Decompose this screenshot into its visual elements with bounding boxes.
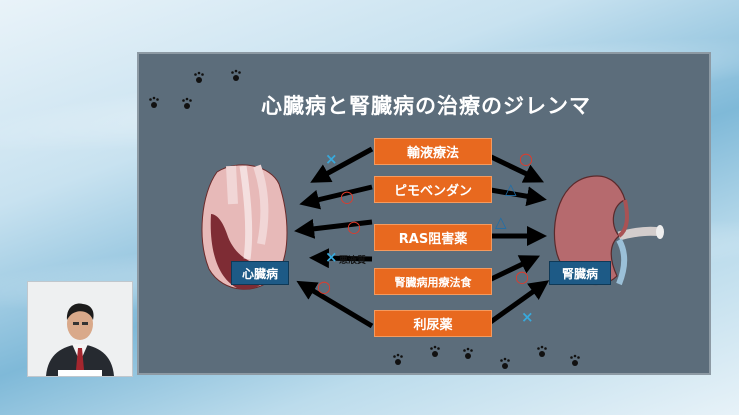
circle-mark: ○ — [519, 149, 533, 168]
heart-disease-label: 心臓病 — [231, 261, 289, 285]
triangle-mark: △ — [495, 213, 507, 231]
cross-mark: × — [325, 248, 338, 266]
kidney-illustration — [553, 175, 664, 286]
arrow-to-kidney — [483, 280, 550, 329]
treatment-pimobendan: ピモベンダン — [374, 176, 492, 203]
cachexia-note: 悪液質 — [339, 256, 367, 266]
treatment-fluid-therapy: 輸液療法 — [374, 138, 492, 165]
slide-graphics: × ○ ○ × ○ ○ △ △ ○ × — [149, 69, 664, 369]
arrow-to-heart — [309, 248, 373, 269]
arrows — [294, 146, 550, 329]
arrow-to-kidney — [484, 186, 547, 207]
arrow-to-heart — [294, 218, 373, 239]
presentation-slide: × ○ ○ × ○ ○ △ △ ○ × 心臓病と腎臓病の治療のジレンマ 輸液療法… — [137, 52, 711, 375]
arrow-to-kidney — [483, 151, 545, 183]
circle-mark: ○ — [340, 187, 354, 206]
cross-mark: × — [521, 308, 534, 326]
circle-mark: ○ — [347, 217, 361, 236]
arrow-to-heart — [299, 184, 373, 210]
circle-mark: ○ — [515, 267, 529, 286]
arrow-to-kidney — [483, 255, 541, 285]
treatment-renal-diet: 腎臓病用療法食 — [374, 268, 492, 295]
arrow-to-heart — [310, 146, 374, 183]
presenter-video — [27, 281, 133, 377]
effect-marks: × ○ ○ × ○ ○ △ △ ○ × — [317, 149, 534, 326]
treatment-ras-inhibitor: RAS阻害薬 — [374, 224, 492, 251]
circle-mark: ○ — [317, 277, 331, 296]
presenter-figure — [28, 282, 132, 376]
treatment-diuretic: 利尿薬 — [374, 310, 492, 337]
arrow-to-heart — [296, 280, 374, 329]
cross-mark: × — [325, 150, 338, 168]
kidney-disease-label: 腎臓病 — [549, 261, 611, 285]
triangle-mark: △ — [505, 180, 517, 198]
slide-title: 心臓病と腎臓病の治療のジレンマ — [261, 94, 591, 118]
paw-print-icon — [149, 69, 580, 369]
